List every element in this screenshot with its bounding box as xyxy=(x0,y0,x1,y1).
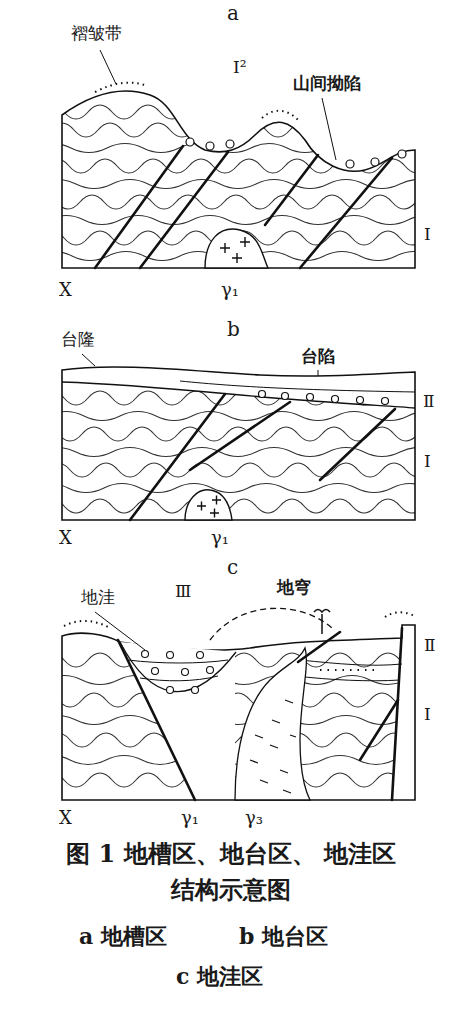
section-label: a 地槽区 xyxy=(78,924,168,949)
section-label: b xyxy=(226,318,241,341)
section-label: 台隆 xyxy=(60,330,96,350)
section-label: X xyxy=(58,280,73,301)
section-label: 褶皱带 xyxy=(70,24,123,44)
section-label: γ₁ xyxy=(220,280,240,301)
section-label: 山间拗陷 xyxy=(292,74,362,94)
section-label: X xyxy=(58,808,73,829)
section-label: Ⅰ xyxy=(423,225,432,245)
section-label: X xyxy=(58,528,73,549)
section-label: b 地台区 xyxy=(238,924,329,949)
section-label: Ⅰ xyxy=(423,452,432,472)
section-label: γ₃ xyxy=(244,808,264,829)
section-label: Ⅲ xyxy=(174,582,192,602)
section-label: γ₁ xyxy=(210,528,230,549)
section-label: γ₁ xyxy=(180,808,200,829)
section-label: c 地洼区 xyxy=(175,964,264,989)
section-label: 地洼 xyxy=(80,588,116,608)
section-label: Ⅱ xyxy=(423,636,437,656)
section-label: 台陷 xyxy=(300,347,336,367)
section-label: a xyxy=(226,2,240,25)
figure-caption: 图 1 地槽区、地台区、 地洼区结构示意图 xyxy=(66,836,396,908)
section-label: c xyxy=(226,556,239,579)
section-label: Ⅰ xyxy=(423,705,432,725)
section-label: 地穹 xyxy=(276,578,312,598)
section-label: Ⅱ xyxy=(422,392,436,412)
section-label: Ⅰ² xyxy=(232,58,248,78)
